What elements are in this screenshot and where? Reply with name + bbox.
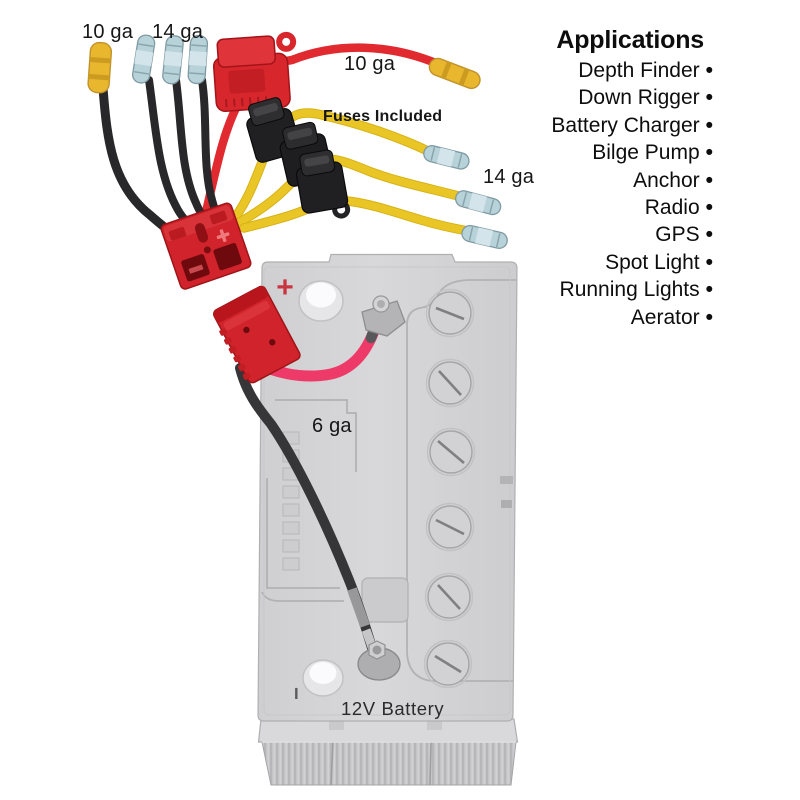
battery-front-seams bbox=[330, 741, 432, 786]
battery-edge-mark bbox=[500, 476, 513, 484]
application-item: Anchor• bbox=[551, 167, 713, 194]
battery-front-lip bbox=[257, 718, 519, 743]
application-item: GPS• bbox=[551, 221, 713, 248]
label-10ga-black-wire: 10 ga bbox=[82, 21, 134, 43]
application-item-label: Bilge Pump bbox=[592, 141, 700, 165]
battery-lip-notch bbox=[427, 720, 442, 730]
label-10ga-red-wire: 10 ga bbox=[344, 53, 396, 75]
bullet-icon: • bbox=[705, 278, 713, 302]
battery-inset-line bbox=[263, 266, 511, 716]
bullet-icon: • bbox=[705, 59, 713, 82]
battery-lip-notch bbox=[329, 720, 344, 730]
blue-butt-connectors-black-wires bbox=[131, 34, 209, 85]
application-item-label: Radio bbox=[644, 196, 700, 220]
battery-edge-mark bbox=[501, 500, 512, 508]
applications-title: Applications bbox=[556, 26, 704, 54]
vent-cap bbox=[424, 572, 474, 622]
battery-recess bbox=[361, 577, 409, 623]
butt-connector-icon bbox=[131, 34, 156, 84]
bullet-icon: • bbox=[705, 86, 713, 110]
application-item: Battery Charger• bbox=[551, 112, 713, 139]
application-item: Spot Light• bbox=[551, 249, 713, 276]
label-12v-battery: 12V Battery bbox=[341, 698, 445, 719]
vent-cap bbox=[425, 502, 475, 552]
application-item: Depth Finder• bbox=[551, 57, 713, 84]
butt-connector-icon bbox=[461, 224, 508, 249]
bullet-icon: • bbox=[705, 250, 713, 274]
application-item: Bilge Pump• bbox=[551, 139, 713, 166]
yellow-14ga-wires bbox=[231, 108, 473, 236]
negative-terminal-clamp bbox=[357, 640, 401, 681]
label-14ga-yellow-wires: 14 ga bbox=[483, 166, 535, 188]
positive-terminal-clamp bbox=[361, 295, 406, 337]
butt-connector-icon bbox=[187, 34, 209, 85]
application-item-label: Battery Charger bbox=[551, 113, 700, 137]
application-item: Aerator• bbox=[551, 304, 713, 331]
bullet-icon: • bbox=[705, 113, 713, 137]
butt-connector-icon bbox=[428, 57, 481, 90]
application-item: Radio• bbox=[551, 194, 713, 221]
quick-connector-battery-icon bbox=[213, 285, 301, 384]
negative-cable-crimp-band bbox=[347, 587, 370, 628]
battery-post-positive-area bbox=[298, 280, 344, 322]
application-item: Down Rigger• bbox=[551, 84, 713, 111]
butt-connector-icon bbox=[162, 35, 184, 85]
positive-terminal-symbol: + bbox=[276, 271, 294, 304]
butt-connector-icon bbox=[455, 190, 502, 216]
battery-embossed-lines bbox=[261, 279, 517, 682]
vent-cap bbox=[425, 288, 475, 338]
bullet-icon: • bbox=[705, 168, 713, 192]
vent-cap bbox=[426, 427, 476, 477]
application-item-label: GPS bbox=[655, 223, 700, 247]
butt-connector-icon bbox=[423, 145, 470, 170]
application-item-label: Down Rigger bbox=[578, 86, 700, 110]
applications-list: Applications Depth Finder• Down Rigger• … bbox=[551, 26, 713, 331]
application-item-label: Spot Light bbox=[605, 250, 700, 274]
application-item-label: Anchor bbox=[633, 168, 700, 192]
application-item-label: Running Lights bbox=[559, 278, 700, 302]
bullet-icon: • bbox=[705, 196, 713, 220]
fuse-holder-icon bbox=[295, 149, 351, 219]
red-fuse-holder-icon bbox=[212, 31, 297, 112]
label-6ga-cable: 6 ga bbox=[312, 415, 352, 437]
black-wire-14ga-1 bbox=[145, 76, 199, 234]
application-item-label: Depth Finder bbox=[578, 59, 700, 82]
bullet-icon: • bbox=[705, 223, 713, 247]
butt-connector-icon bbox=[87, 41, 113, 94]
blue-butt-connectors-yellow-wires bbox=[423, 145, 508, 249]
label-14ga-black-wires: 14 ga bbox=[152, 21, 204, 43]
negative-terminal-symbol: − bbox=[284, 687, 309, 700]
quick-connector-harness-icon bbox=[160, 202, 252, 290]
battery-front-face bbox=[261, 741, 517, 786]
application-item-label: Aerator bbox=[630, 305, 700, 329]
battery-post-negative-area bbox=[302, 659, 344, 697]
black-fuse-holders bbox=[246, 97, 351, 219]
application-item: Running Lights• bbox=[551, 276, 713, 303]
bullet-icon: • bbox=[705, 305, 713, 329]
vent-cap bbox=[425, 358, 475, 408]
battery-vent-caps bbox=[423, 288, 476, 689]
vent-cap bbox=[423, 639, 473, 689]
bullet-icon: • bbox=[705, 141, 713, 165]
label-fuses-included: Fuses Included bbox=[323, 108, 443, 125]
